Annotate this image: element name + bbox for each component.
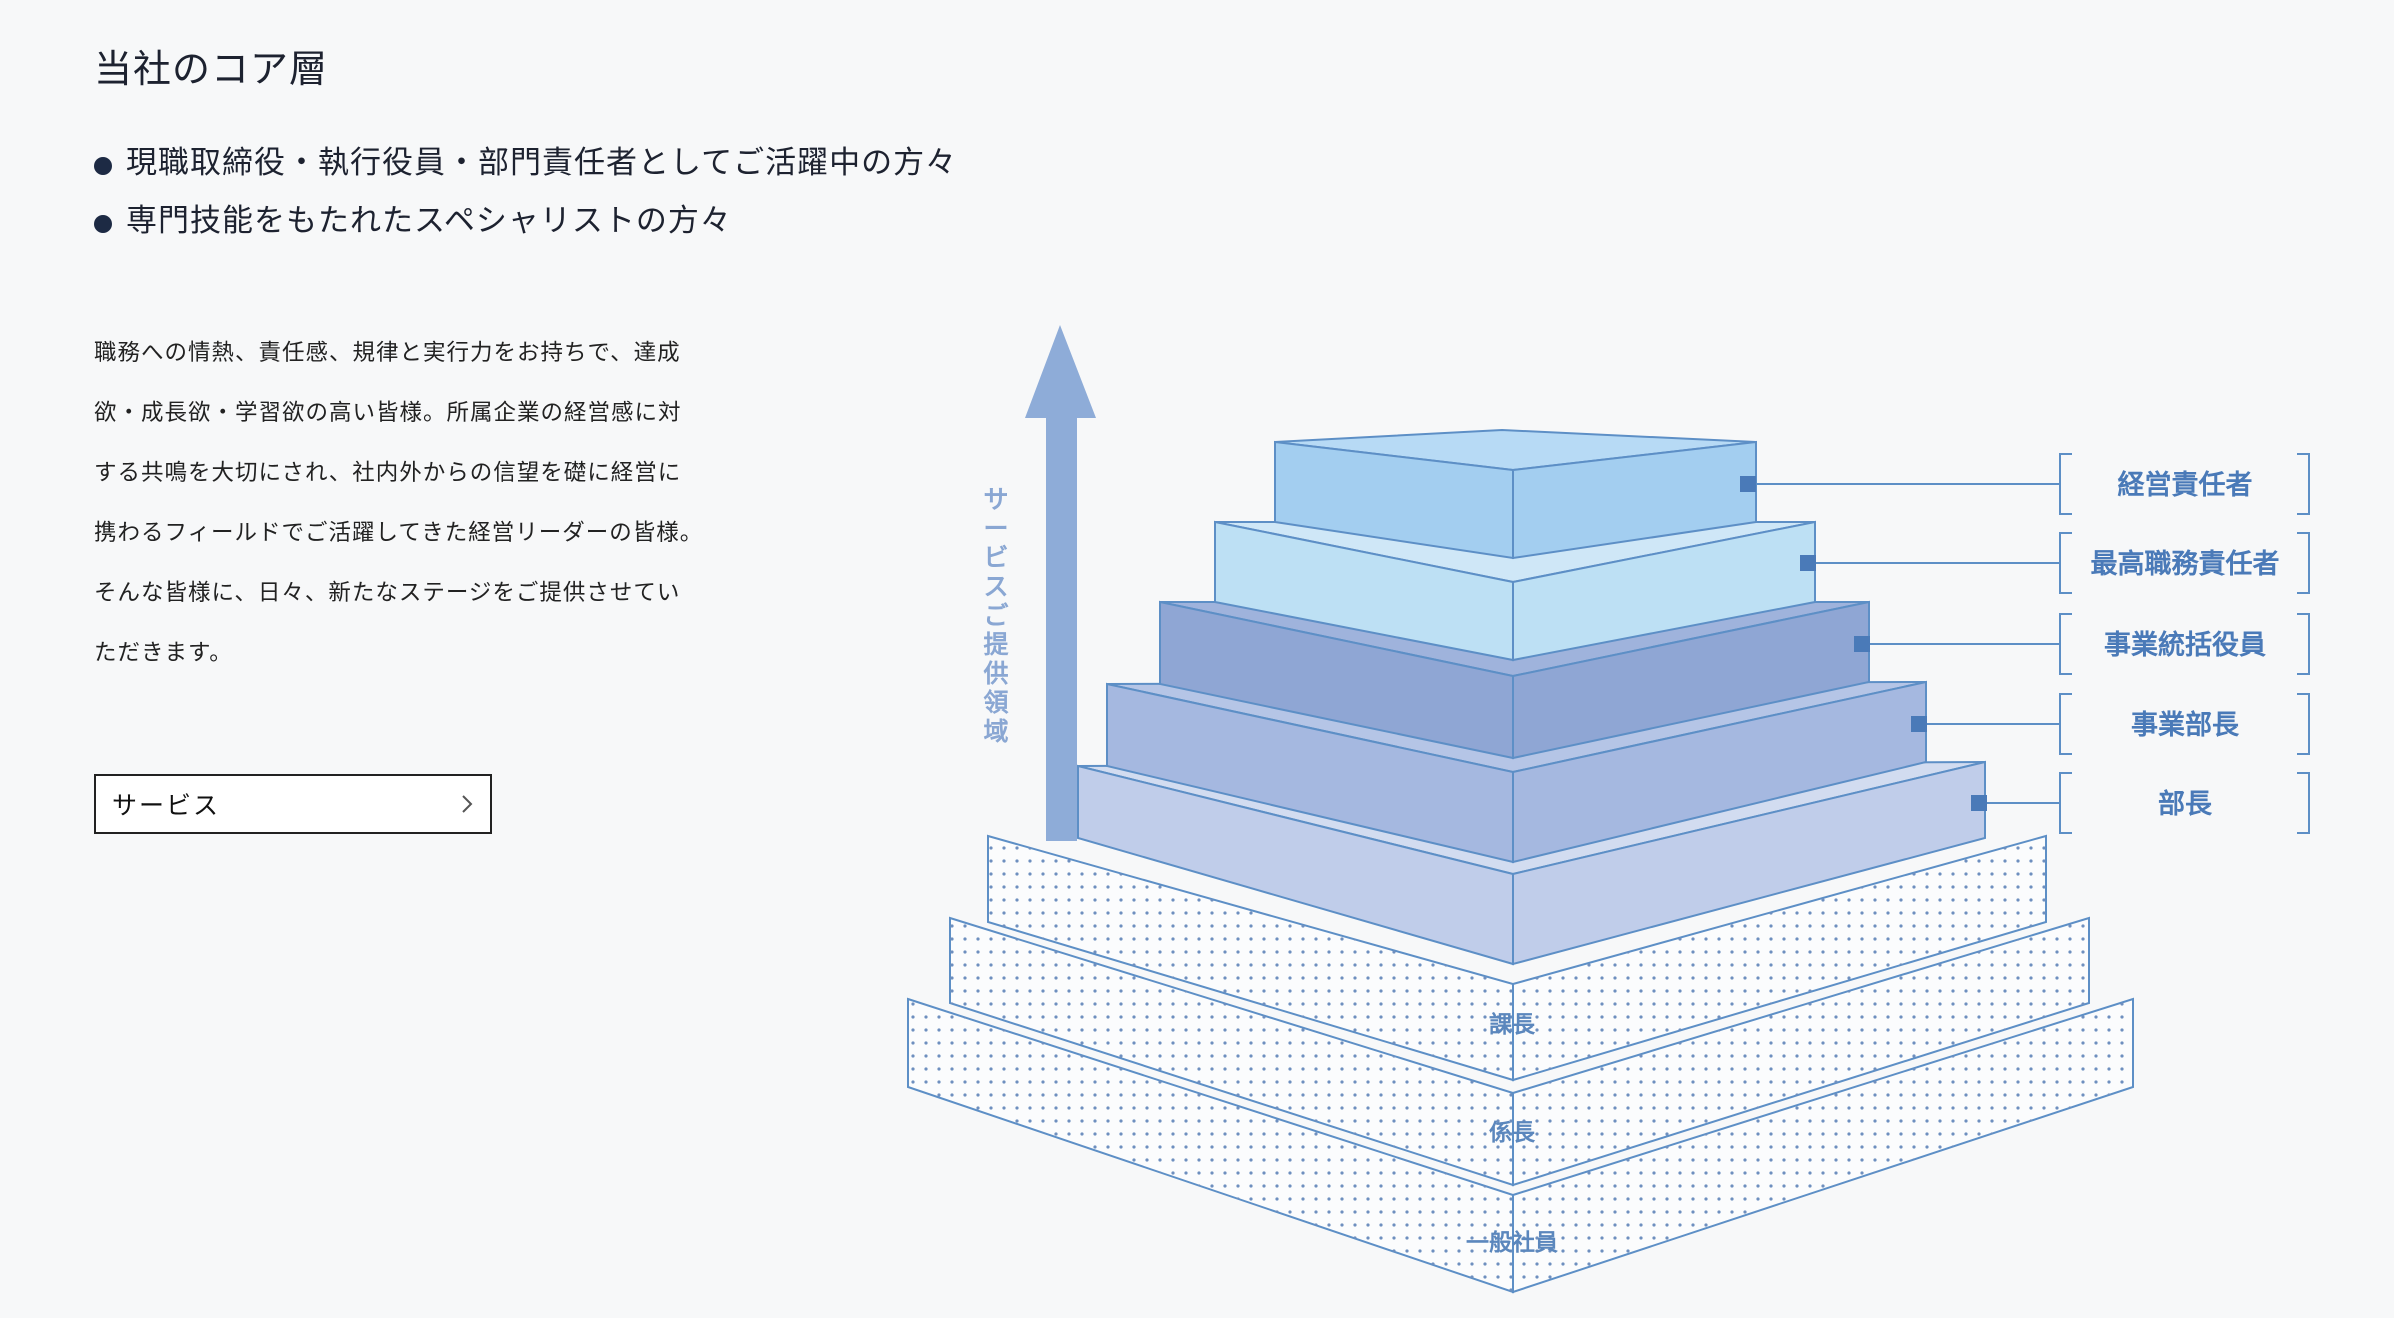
bullet-dot-icon [94, 215, 112, 233]
bullet-item: 専門技能をもたれたスペシャリストの方々 [94, 192, 957, 250]
level-kakari-left-dots [950, 918, 1513, 1185]
service-area-label-text: サービスご提供領域 [982, 485, 1009, 746]
chevron-right-icon [462, 795, 473, 813]
page-title: 当社のコア層 [94, 47, 329, 91]
bullet-item: 現職取締役・執行役員・部門責任者としてご活躍中の方々 [94, 134, 957, 192]
label-ippan: 一般社員 [1466, 1229, 1558, 1256]
level-ippan [907, 997, 2134, 1294]
level-labels: 経営責任者 最高職務責任者 事業統括役員 事業部長 部長 [2091, 469, 2280, 820]
level-kacho [987, 834, 2047, 1082]
level-kacho-left-dots [988, 836, 1513, 1080]
label-kacho: 課長 [1489, 1011, 1536, 1038]
label-bucho: 部長 [2158, 788, 2213, 820]
marker-tokatsu [1854, 636, 1870, 652]
marker-saiko [1800, 555, 1816, 571]
service-area-label: サービスご提供領域 [982, 485, 1009, 746]
description: 職務への情熱、責任感、規律と実行力をお持ちで、達成 欲・成長欲・学習欲の高い皆様… [94, 323, 734, 683]
marker-keiei [1740, 476, 1756, 492]
description-line: そんな皆様に、日々、新たなステージをご提供させてい [94, 580, 681, 606]
level-tokatsu-right [1512, 600, 1870, 760]
label-brackets [2059, 453, 2310, 834]
level-jigyobucho-right [1512, 680, 1927, 864]
leader-lines [1748, 483, 2060, 804]
leader-markers [1740, 476, 1987, 811]
level-kakari [949, 916, 2090, 1187]
bullet-text: 現職取締役・執行役員・部門責任者としてご活躍中の方々 [126, 145, 958, 181]
description-line: 職務への情熱、責任感、規律と実行力をお持ちで、達成 [94, 340, 681, 366]
level-kakari-right-dots [1513, 918, 2089, 1185]
level-keiei [1274, 428, 1757, 560]
level-ippan-left-dots [908, 999, 1513, 1292]
level-kacho-right-dots [1513, 836, 2046, 1080]
label-keiei: 経営責任者 [2118, 469, 2253, 501]
description-line: 携わるフィールドでご活躍してきた経営リーダーの皆様。 [94, 520, 704, 546]
arrow-up-icon [1025, 325, 1096, 841]
marker-jigyobucho [1911, 716, 1927, 732]
label-jigyobucho: 事業部長 [2131, 709, 2240, 741]
label-tokatsu: 事業統括役員 [2104, 629, 2266, 661]
description-line: 欲・成長欲・学習欲の高い皆様。所属企業の経営感に対 [94, 400, 682, 426]
label-saiko: 最高職務責任者 [2091, 548, 2280, 580]
bullet-dot-icon [94, 157, 112, 175]
description-line: ただきます。 [94, 640, 233, 666]
level-keiei-right [1512, 440, 1757, 560]
level-saiko-right [1512, 520, 1816, 662]
service-button[interactable]: サービス [94, 774, 492, 834]
marker-bucho [1971, 795, 1987, 811]
service-button-label: サービス [112, 791, 221, 820]
level-bucho-right [1512, 760, 1986, 966]
description-line: する共鳴を大切にされ、社内外からの信望を礎に経営に [94, 460, 682, 486]
bullet-text: 専門技能をもたれたスペシャリストの方々 [126, 203, 732, 239]
label-kakari: 係長 [1489, 1120, 1536, 1146]
level-ippan-right-dots [1513, 999, 2133, 1292]
lower-level-labels: 課長 係長 一般社員 [1466, 1011, 1558, 1256]
bullet-list: 現職取締役・執行役員・部門責任者としてご活躍中の方々 専門技能をもたれたスペシャ… [94, 134, 957, 250]
